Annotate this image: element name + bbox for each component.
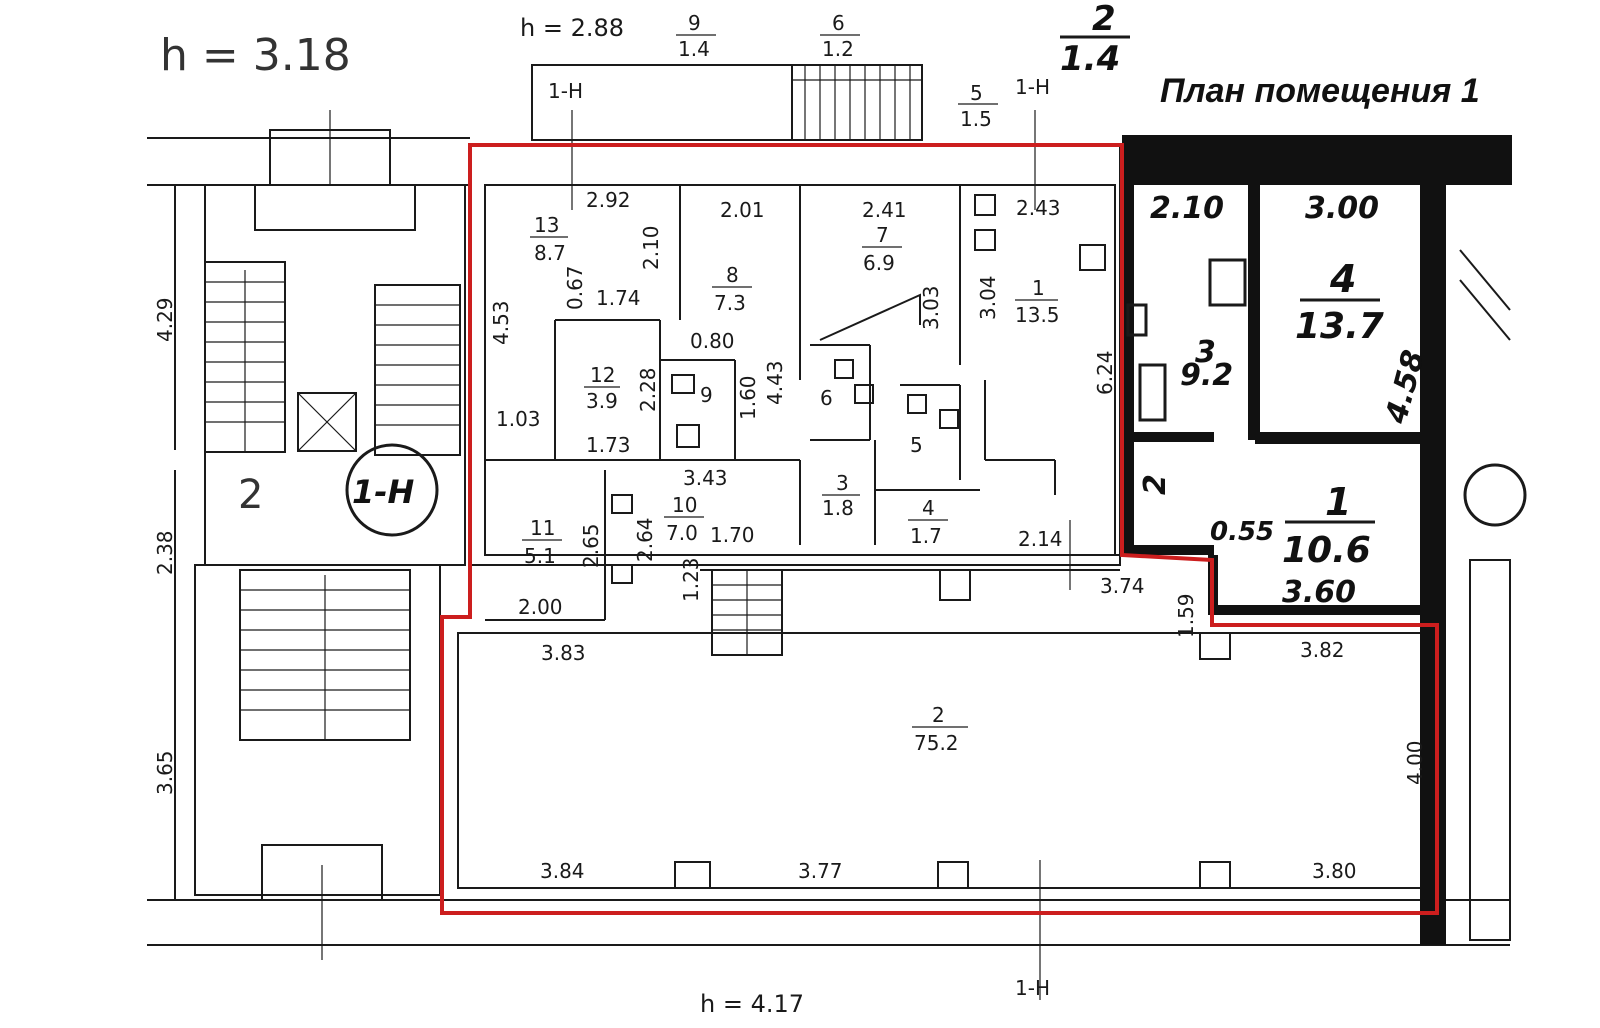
nb-dim: 3.60 [1282,575,1356,610]
premises-outline [440,143,1439,915]
room-11-area: 5.1 [524,544,556,568]
plan-title: План помещения 1 [1160,72,1480,110]
top-5-num: 5 [970,81,983,105]
nb-room-4-area: 13.7 [1295,306,1384,347]
room-5-num: 5 [910,433,923,457]
room-2-area: 75.2 [914,731,959,755]
room-13-area: 8.7 [534,241,566,265]
dim: 2.92 [586,188,631,212]
dim: 4.43 [763,360,787,405]
room-11-num: 11 [530,516,555,540]
neighbor-unit [1122,135,1527,945]
dim: 3.04 [976,275,1000,320]
top-6-num: 6 [832,11,845,35]
dim: 1.74 [596,286,641,310]
top-9-area: 1.4 [678,37,710,61]
dim: 2.28 [636,367,660,412]
bottom-unit-label: 1-H [1015,976,1050,1000]
top-2-area: 1.4 [1060,39,1120,79]
room-12-num: 12 [590,363,615,387]
dim: 2.14 [1018,527,1063,551]
nb-dim: 2.10 [1150,191,1224,226]
dim: 1.23 [679,557,703,602]
room-3-area: 1.8 [822,496,854,520]
room-8-area: 7.3 [714,291,746,315]
dim: 3.77 [798,859,843,883]
top-annex: 1-H 1-H [531,64,1050,210]
dim: 4.29 [153,297,177,342]
dim: 3.80 [1312,859,1357,883]
room-12-area: 3.9 [586,389,618,413]
stair-flight-right [374,284,461,456]
dim: 2.65 [579,523,603,568]
top-5-area: 1.5 [960,107,992,131]
dim: 2.38 [153,530,177,575]
room-1-area: 13.5 [1015,303,1060,327]
room-3-num: 3 [836,471,849,495]
top-unit-label-right: 1-H [1015,75,1050,99]
dim: 1.73 [586,433,631,457]
height-left: h = 3.18 [160,30,351,81]
dim: 3.74 [1100,574,1145,598]
dim: 2.00 [518,595,563,619]
dim: 1.59 [1174,593,1198,638]
room-10-area: 7.0 [666,521,698,545]
dim: 2.10 [639,225,663,270]
nb-room-3-num: 3 [1195,335,1216,370]
dim: 1.60 [736,375,760,420]
room-13-num: 13 [534,213,559,237]
nb-room-3-area: 9.2 [1180,358,1233,393]
nb-room-1-area: 10.6 [1282,530,1371,571]
top-6-area: 1.2 [822,37,854,61]
room-8-num: 8 [726,263,739,287]
main-hall: 1-H [457,520,1434,1000]
dim: 0.80 [690,329,735,353]
dim: 6.24 [1093,350,1117,395]
room-9-num: 9 [700,383,713,407]
dim: 4.00 [1403,740,1427,785]
elevator-shaft [297,392,357,452]
dim: 2.43 [1016,196,1061,220]
stair-number: 2 [238,472,263,518]
nb-room-2-num: 2 [1138,474,1173,495]
dim: 3.03 [919,285,943,330]
dim: 3.82 [1300,638,1345,662]
height-top: h = 2.88 [520,14,624,42]
dim: 3.65 [153,750,177,795]
room-1-num: 1 [1032,276,1045,300]
unit-walls [469,144,1121,656]
dim: 2.64 [633,517,657,562]
dim: 4.53 [489,300,513,345]
room-labels: 13 8.7 8 7.3 7 6.9 1 13.5 12 3.9 9 6 5 3… [522,0,1130,755]
nb-dim: 3.00 [1305,191,1379,226]
dim: 1.03 [496,407,541,431]
dim: 0.67 [563,265,587,310]
nb-room-4-num: 4 [1329,257,1356,301]
dim: 1.70 [710,523,755,547]
dim: 3.83 [541,641,586,665]
height-bottom: h = 4.17 [700,990,804,1018]
dim: 2.41 [862,198,907,222]
top-unit-label-left: 1-H [548,79,583,103]
top-9-num: 9 [688,11,701,35]
left-stair-block: 2 1-H [147,110,1510,960]
room-10-num: 10 [672,493,697,517]
top-2-num: 2 [1092,0,1116,39]
dim: 3.84 [540,859,585,883]
unit-circle-mark [345,443,439,537]
dim: 2.01 [720,198,765,222]
room-6-num: 6 [820,386,833,410]
nb-room-1-num: 1 [1325,480,1351,524]
room-2-num: 2 [932,703,945,727]
room-4-area: 1.7 [910,524,942,548]
room-7-area: 6.9 [863,251,895,275]
nb-dim: 0.55 [1210,517,1274,547]
dim: 3.43 [683,466,728,490]
room-7-num: 7 [876,223,889,247]
dimension-labels: 2.92 2.01 2.41 2.43 2.10 0.67 1.74 4.53 … [153,188,1427,883]
room-4-num: 4 [922,496,935,520]
circle-unit-label: 1-H [352,473,415,511]
